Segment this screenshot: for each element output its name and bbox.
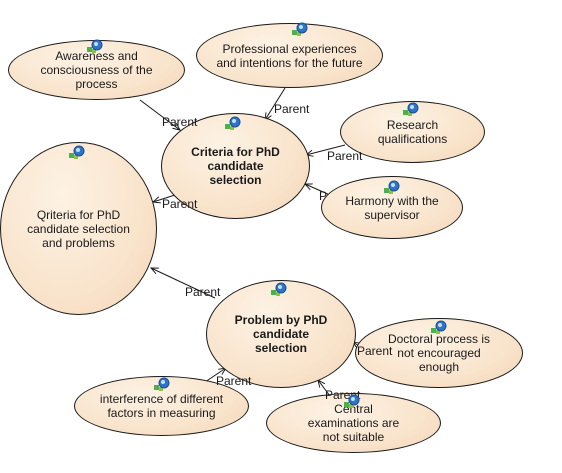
node-main[interactable]: Qriteria for PhD candidate selection and… xyxy=(0,142,157,315)
node-interference-label: interference of different factors in mea… xyxy=(99,392,224,420)
node-doctoral-label: Doctoral process is not encouraged enoug… xyxy=(387,332,491,374)
node-criteria-label: Criteria for PhD candidate selection xyxy=(191,145,280,187)
edge-problem-main xyxy=(151,268,216,299)
edge-label-professional: Parent xyxy=(274,102,310,116)
node-problem-label: Problem by PhD candidate selection xyxy=(234,313,328,355)
node-central[interactable]: Central examinations are not suitable xyxy=(266,393,441,453)
concept-node-icon xyxy=(225,116,241,130)
edge-harmony-criteria xyxy=(305,184,331,196)
edge-interference-problem xyxy=(204,368,226,383)
node-research-label: Research qualifications xyxy=(377,118,448,146)
edge-label-criteria: Parent xyxy=(162,197,198,211)
edge-label-harmony: P xyxy=(319,189,328,203)
concept-node-icon xyxy=(431,320,447,334)
concept-node-icon xyxy=(271,282,287,296)
node-harmony-label: Harmony with the supervisor xyxy=(345,193,439,222)
edge-research-criteria xyxy=(306,144,346,155)
edge-label-problem: Parent xyxy=(185,285,221,299)
node-central-label: Central examinations are not suitable xyxy=(307,402,400,444)
concept-node-icon xyxy=(87,39,103,53)
edge-label-research: Parent xyxy=(327,149,363,163)
node-criteria[interactable]: Criteria for PhD candidate selection xyxy=(161,113,310,219)
concept-node-icon xyxy=(403,102,419,116)
node-professional-label: Professional experiences and intentions … xyxy=(216,41,363,70)
node-problem[interactable]: Problem by PhD candidate selection xyxy=(206,280,356,388)
concept-node-icon xyxy=(292,22,308,36)
node-awareness-label: Awareness and consciousness of the proce… xyxy=(40,49,153,91)
edge-label-awareness: Parent xyxy=(162,115,198,129)
edge-criteria-main xyxy=(153,194,176,202)
edge-label-doctoral: Parent xyxy=(357,344,393,358)
node-main-label: Qriteria for PhD candidate selection and… xyxy=(27,207,130,250)
concept-node-icon xyxy=(384,180,400,194)
edge-awareness-criteria xyxy=(139,99,180,130)
node-professional[interactable]: Professional experiences and intentions … xyxy=(196,23,383,88)
edge-label-interference: Parent xyxy=(216,374,252,388)
edge-professional-criteria xyxy=(265,87,286,120)
concept-node-icon xyxy=(154,377,170,391)
concept-node-icon xyxy=(344,394,360,408)
concept-node-icon xyxy=(69,145,85,159)
